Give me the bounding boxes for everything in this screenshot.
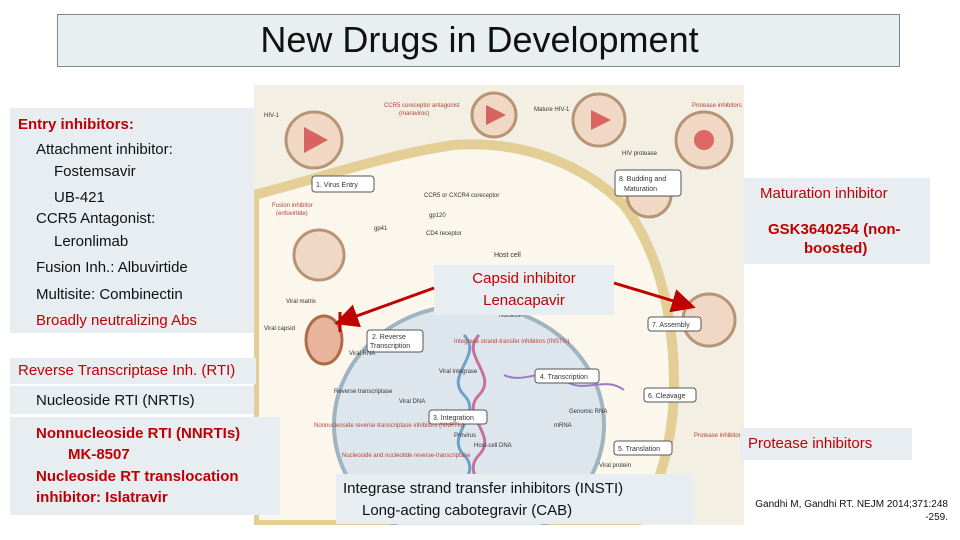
gsk-drug-line-2: boosted) <box>804 240 867 258</box>
label-viral-integrase: Viral integrase <box>439 369 478 375</box>
label-step-7: 7. Assembly <box>652 322 690 329</box>
label-step-4: 4. Transcription <box>540 374 588 381</box>
hiv-virion-top-left <box>286 112 342 168</box>
label-gp120: gp120 <box>429 213 446 219</box>
label-provirus: Provirus <box>454 433 476 439</box>
label-fusion-inhibitor: Fusion inhibitor <box>272 203 313 209</box>
gsk-drug-line-1: GSK3640254 (non- <box>768 221 901 239</box>
label-step-2b: Transcription <box>370 343 410 350</box>
nrtti-line-2: inhibitor: Islatravir <box>36 489 168 507</box>
label-hiv1: HIV-1 <box>264 113 280 119</box>
multisite-combinectin: Multisite: Combinectin <box>36 286 183 304</box>
fusion-inhibitor-albuvirtide: Fusion Inh.: Albuvirtide <box>36 259 188 277</box>
capsid-inhibitor-heading: Capsid inhibitor <box>434 270 614 288</box>
label-maraviroc: (maraviroc) <box>399 111 429 117</box>
entry-inhibitors-heading: Entry inhibitors: <box>18 116 134 134</box>
hiv-virion-top-middle <box>472 93 516 137</box>
broadly-neutralizing-abs: Broadly neutralizing Abs <box>36 312 197 330</box>
nnrti-label: Nonnucleoside RTI (NNRTIs) <box>36 425 240 443</box>
hiv-virion-mature <box>573 94 625 146</box>
label-insti-fig: Integrase strand-transfer inhibitors (IN… <box>454 339 569 345</box>
label-coreceptor: CCR5 or CXCR4 coreceptor <box>424 193 499 199</box>
slide-title: New Drugs in Development <box>58 19 901 61</box>
label-step-1: 1. Virus Entry <box>316 182 358 189</box>
nrtti-line-1: Nucleoside RT translocation <box>36 468 239 486</box>
label-nrti-fig: Nucleoside and nucleotide reverse-transc… <box>342 453 471 459</box>
label-viral-matrix: Viral matrix <box>286 299 316 305</box>
insti-line-1: Integrase strand transfer inhibitors (IN… <box>343 480 623 498</box>
leronlimab: Leronlimab <box>54 233 128 251</box>
citation-line-2: -259. <box>755 511 948 524</box>
fostemsavir: Fostemsavir <box>54 163 136 181</box>
label-viral-dna: Viral DNA <box>399 399 425 405</box>
label-step-5: 5. Translation <box>618 446 660 453</box>
attachment-inhibitor-label: Attachment inhibitor: <box>36 141 173 159</box>
label-enfuvirtide: (enfuvirtide) <box>276 211 308 217</box>
label-cd4: CD4 receptor <box>426 231 462 237</box>
label-host-dna: Host-cell DNA <box>474 443 512 449</box>
label-protease-bottom: Protease inhibitors <box>694 433 744 439</box>
maturation-inhibitor-heading: Maturation inhibitor <box>760 185 888 203</box>
label-viral-protein: Viral protein <box>599 463 631 469</box>
hiv-virion-fusion <box>294 230 344 280</box>
label-viral-capsid: Viral capsid <box>264 326 295 332</box>
label-step-2a: 2. Reverse <box>372 334 406 341</box>
label-ccr5-antagonist: CCR5 coreceptor antagonist <box>384 103 460 109</box>
ub-421: UB-421 <box>54 189 105 207</box>
insti-line-2: Long-acting cabotegravir (CAB) <box>362 502 572 520</box>
citation-line-1: Gandhi M, Gandhi RT. NEJM 2014;371:248 <box>755 498 948 511</box>
nrti-label: Nucleoside RTI (NRTIs) <box>36 392 195 410</box>
hiv-virion-capsid <box>306 316 342 364</box>
rti-heading: Reverse Transcriptase Inh. (RTI) <box>18 362 235 380</box>
citation: Gandhi M, Gandhi RT. NEJM 2014;371:248 -… <box>755 498 948 524</box>
label-hiv-protease: HIV protease <box>622 151 658 157</box>
mk-8507: MK-8507 <box>68 446 130 464</box>
label-step-8b: Maturation <box>624 186 657 193</box>
label-step-8a: 8. Budding and <box>619 176 666 183</box>
label-step-3: 3. Integration <box>433 415 474 422</box>
label-host-cell: Host cell <box>494 252 521 259</box>
label-genomic-rna: Genomic RNA <box>569 409 607 415</box>
lenacapavir: Lenacapavir <box>434 292 614 310</box>
label-reverse-transcriptase: Reverse transcriptase <box>334 389 393 395</box>
label-protease-top: Protease inhibitors <box>692 103 742 109</box>
label-mature-hiv: Mature HIV-1 <box>534 107 570 113</box>
label-step-6: 6. Cleavage <box>648 393 685 400</box>
label-mrna: mRNA <box>554 423 572 429</box>
hiv-virion-protease <box>676 112 732 168</box>
label-nnrti-fig: Nonnucleoside reverse-transcriptase inhi… <box>314 423 464 429</box>
label-gp41: gp41 <box>374 226 388 232</box>
protease-inhibitors-label: Protease inhibitors <box>748 435 872 453</box>
title-box: New Drugs in Development <box>57 14 900 67</box>
label-viral-rna: Viral RNA <box>349 351 375 357</box>
ccr5-antagonist-label: CCR5 Antagonist: <box>36 210 155 228</box>
